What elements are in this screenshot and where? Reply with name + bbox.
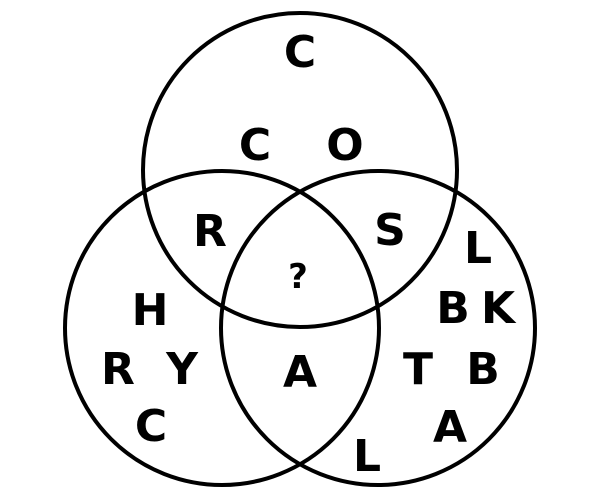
letter-top-2: C xyxy=(239,120,271,171)
right-circle xyxy=(219,169,537,487)
letter-left-1: H xyxy=(132,285,169,336)
letter-left-3: Y xyxy=(165,344,199,395)
letter-bottom-l: L xyxy=(353,431,381,482)
letter-left-4: C xyxy=(135,401,167,452)
letter-left-2: R xyxy=(101,344,135,395)
letter-left-right: A xyxy=(283,347,317,398)
top-circle xyxy=(141,11,459,329)
letter-top-right: S xyxy=(374,205,406,256)
letter-center-question: ? xyxy=(288,257,308,297)
letter-top-1: C xyxy=(284,27,316,78)
letter-right-4: T xyxy=(403,344,433,395)
letter-right-5: B xyxy=(466,344,500,395)
letter-right-1: L xyxy=(464,223,492,274)
letter-top-left: R xyxy=(193,206,227,257)
letter-right-2: B xyxy=(436,283,470,334)
letter-right-3: K xyxy=(481,283,517,334)
left-circle xyxy=(63,169,381,487)
letter-right-6: A xyxy=(433,402,467,453)
letter-top-3: O xyxy=(326,120,363,171)
